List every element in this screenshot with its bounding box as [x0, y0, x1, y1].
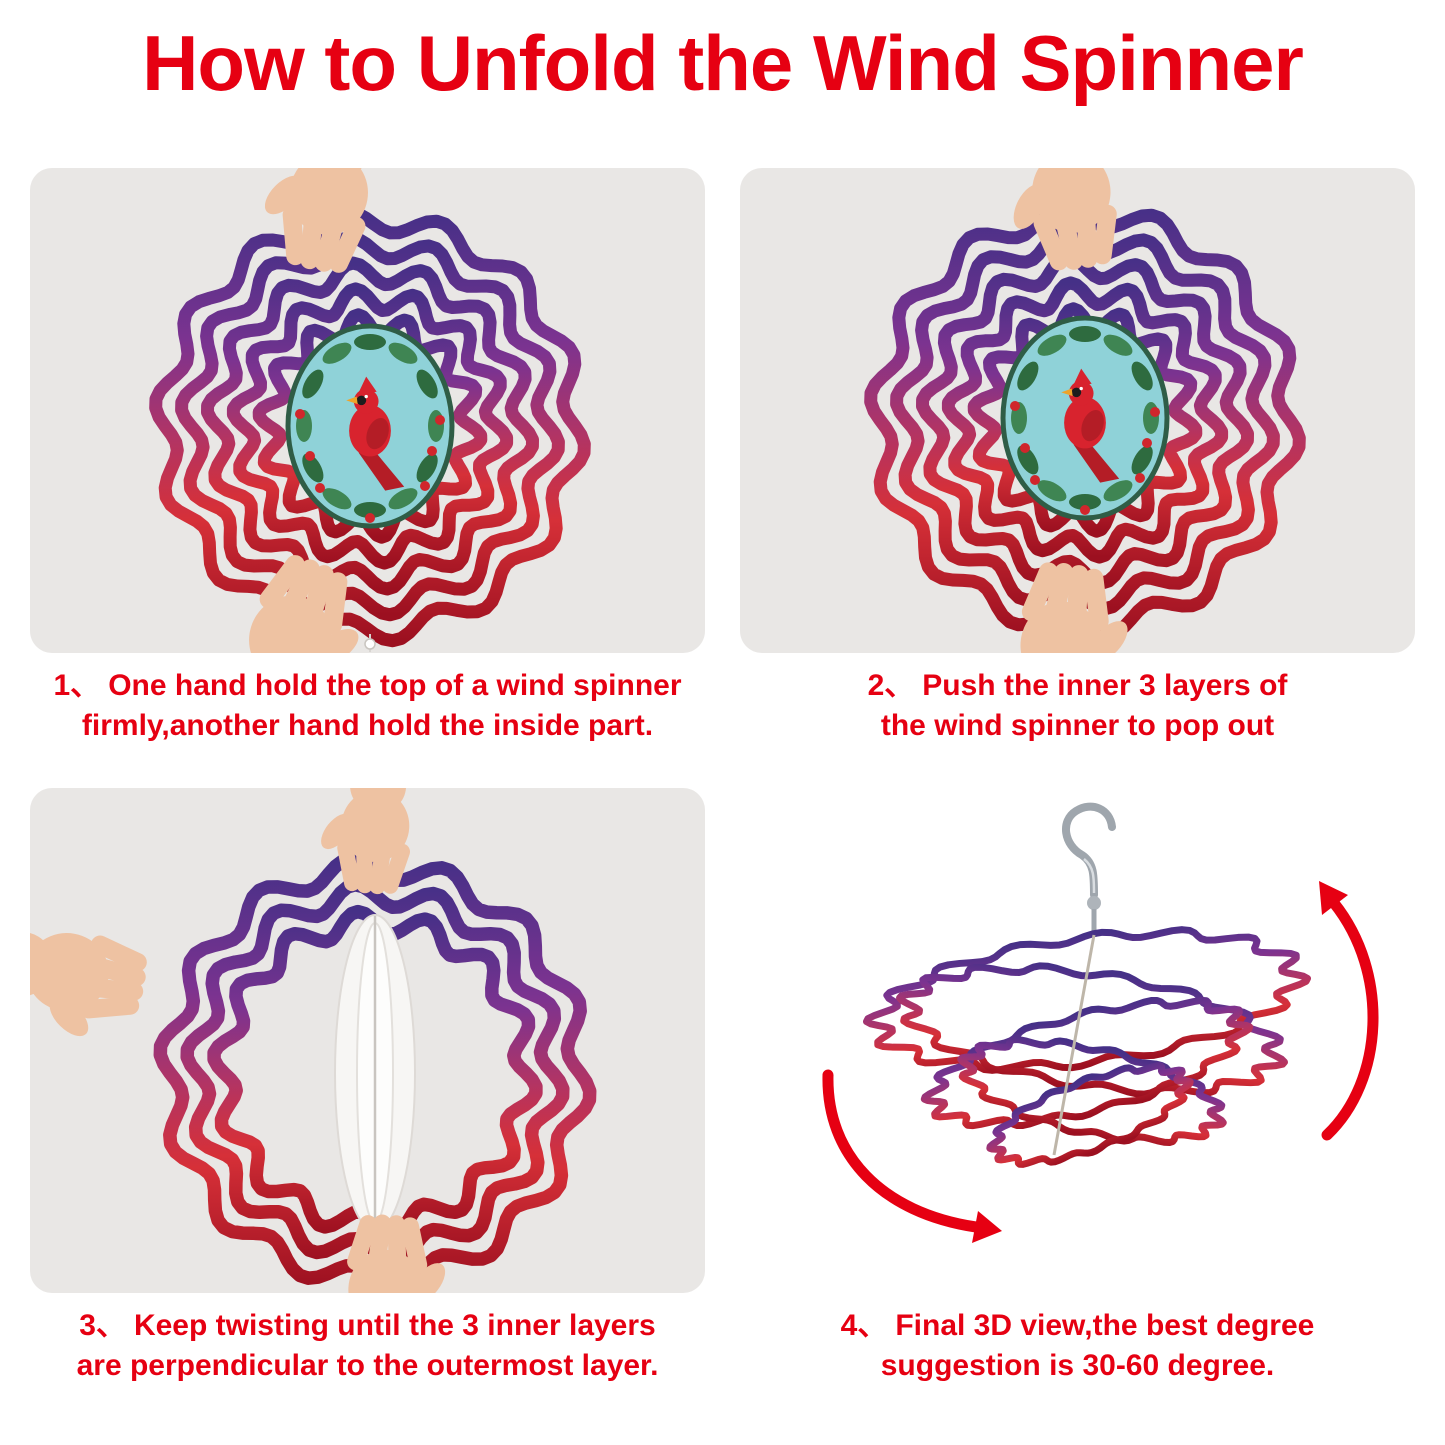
- spinner-needle: [1052, 934, 1096, 1156]
- step2-number: 2、: [867, 669, 915, 702]
- hand-icon: [1020, 562, 1128, 653]
- s-hook-icon: [1062, 802, 1116, 937]
- step4-number: 4、: [840, 1309, 888, 1342]
- step2-caption-line2: the wind spinner to pop out: [880, 709, 1275, 742]
- step4-3d-view: [742, 775, 1402, 1295]
- hand-icon: [347, 1214, 446, 1293]
- rotation-arrow-icon: [822, 1069, 1002, 1243]
- step1-photo: [30, 168, 705, 653]
- step1-illustration: [149, 168, 591, 653]
- step2-photo: [740, 168, 1415, 653]
- step2-illustration: [864, 168, 1306, 653]
- cardinal-medallion: [1000, 315, 1170, 521]
- 3d-spinner-layers: [862, 926, 1312, 1168]
- step3-caption-line2: are perpendicular to the outermost layer…: [76, 1349, 659, 1382]
- perpendicular-inner-layers: [334, 914, 416, 1232]
- step4-caption-line1: Final 3D view,the best degree: [895, 1309, 1315, 1342]
- wind-spinner-rings: [153, 851, 597, 1293]
- hand-icon: [321, 788, 414, 895]
- cardinal-medallion: [285, 323, 455, 529]
- hand-icon: [1013, 168, 1117, 271]
- cardinal-bird-icon: [346, 376, 405, 491]
- step3-illustration: [30, 788, 597, 1293]
- wind-spinner-rings: [864, 198, 1306, 642]
- step3-number: 3、: [79, 1309, 126, 1342]
- step1-caption-line1: One hand hold the top of a wind spinner: [108, 669, 682, 702]
- step1-number: 1、: [53, 669, 101, 702]
- step4-caption-line2: suggestion is 30-60 degree.: [880, 1349, 1275, 1382]
- hand-icon: [193, 555, 359, 653]
- step2-caption-line1: Push the inner 3 layers of: [922, 669, 1288, 702]
- step3-caption-line1: Keep twisting until the 3 inner layers: [133, 1309, 656, 1342]
- step3-photo: [30, 788, 705, 1293]
- hand-icon: [30, 912, 147, 1037]
- hand-icon: [264, 168, 389, 273]
- step1-caption-line2: firmly,another hand hold the inside part…: [81, 709, 654, 742]
- step4-caption: 4、Final 3D view,the best degree suggesti…: [740, 1306, 1415, 1386]
- step2-caption: 2、Push the inner 3 layers of the wind sp…: [740, 666, 1415, 746]
- step4-illustration: [822, 802, 1379, 1243]
- step3-caption: 3、Keep twisting until the 3 inner layers…: [30, 1306, 705, 1386]
- page-title: How to Unfold the Wind Spinner: [142, 19, 1304, 107]
- wind-spinner-rings: [149, 204, 591, 648]
- step1-caption: 1、One hand hold the top of a wind spinne…: [30, 666, 705, 746]
- cardinal-bird-icon: [1061, 368, 1120, 483]
- rotation-arrow-icon: [1319, 881, 1379, 1141]
